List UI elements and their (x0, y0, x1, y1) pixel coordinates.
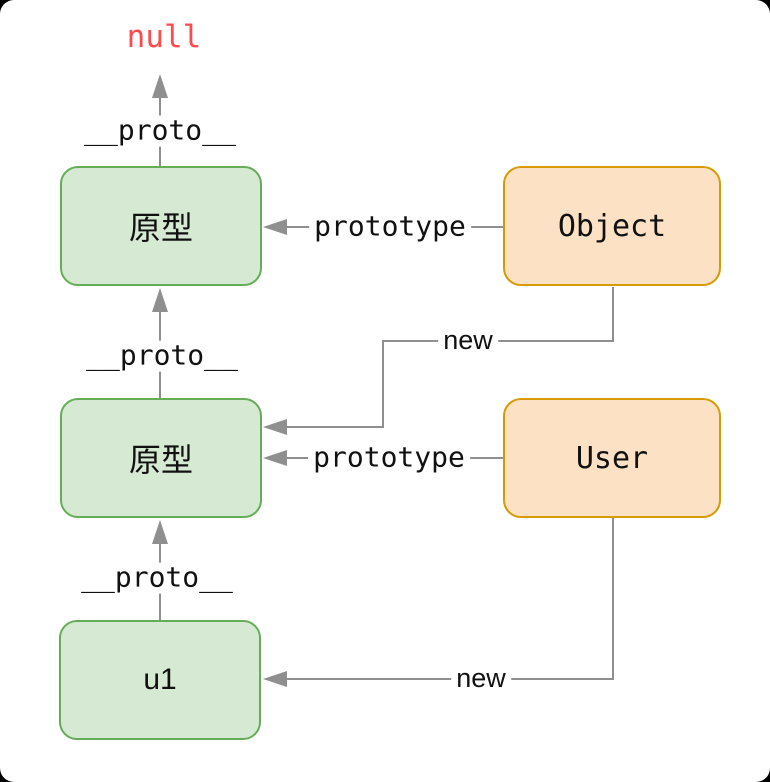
edge-label-proto-top: __proto__ (79, 115, 241, 147)
edge-label-object-new: new (438, 325, 498, 356)
node-object-prototype-box: 原型 (60, 166, 262, 286)
arrow-object-new (263, 287, 614, 435)
edge-label-u1-proto: __proto__ (76, 562, 238, 594)
edge-label-proto-mid: __proto__ (81, 340, 243, 372)
node-u1-instance-box: u1 (59, 620, 261, 740)
node-object-constructor-label: Object (557, 208, 667, 244)
arrow-user-new (263, 518, 614, 687)
node-u1-instance-label: u1 (143, 663, 177, 696)
node-user-constructor-label: User (575, 440, 649, 476)
node-user-prototype-label: 原型 (128, 441, 193, 479)
node-object-constructor-box: Object (503, 166, 721, 286)
edge-label-object-prototype: prototype (309, 211, 471, 243)
null-label: null (126, 18, 202, 55)
node-user-prototype-box: 原型 (60, 398, 262, 518)
node-user-constructor-box: User (503, 398, 721, 518)
node-object-prototype-label: 原型 (128, 209, 193, 247)
edge-label-user-prototype: prototype (308, 442, 470, 474)
edge-label-user-new: new (451, 663, 511, 694)
